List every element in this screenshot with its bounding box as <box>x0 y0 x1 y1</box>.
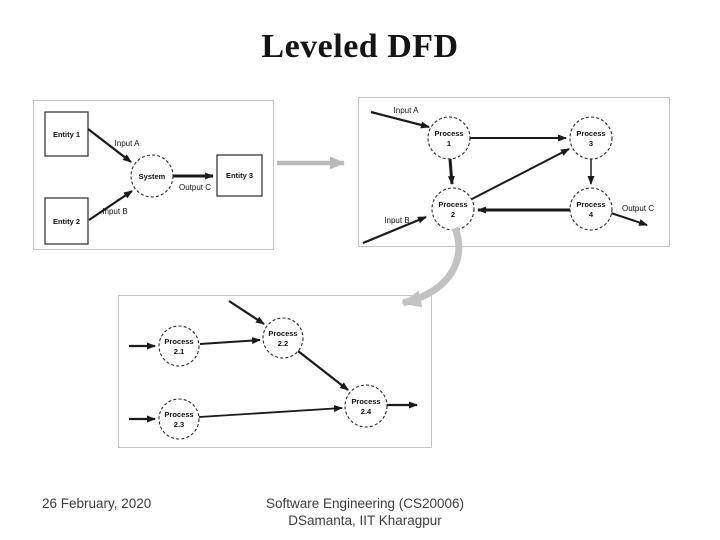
flow-arrow-input-b <box>362 215 427 245</box>
process-4-circle <box>569 187 613 231</box>
entity-2-box <box>44 197 89 245</box>
process-1-circle <box>427 116 471 160</box>
process-3-circle <box>569 116 613 160</box>
process-1-num: 1 <box>447 139 451 148</box>
entity-3-label: Entity 3 <box>226 171 253 180</box>
process-24-num: 2.4 <box>361 407 372 416</box>
flow-arrow-p1-p2 <box>447 158 455 185</box>
flow-label-input-b: Input B <box>384 216 409 225</box>
process-24-name: Process <box>351 397 380 406</box>
context-dfd-diagram: Entity 1 Entity 2 Entity 3 System Input … <box>44 111 263 245</box>
level1-dfd-panel: Process 1 Process 3 Process 2 Process 4 … <box>358 97 670 247</box>
entity-1-box <box>44 111 89 157</box>
slide-title: Leveled DFD <box>261 28 459 65</box>
process-21-name: Process <box>164 337 193 346</box>
flow-arrow-p21-p22 <box>199 337 261 345</box>
flow-label-output-c: Output C <box>179 183 211 192</box>
system-label: System <box>139 172 166 181</box>
flow-arrow-input-a <box>370 110 430 129</box>
process-23-num: 2.3 <box>174 420 184 429</box>
footer-author: DSamanta, IIT Kharagpur <box>288 512 442 528</box>
process-2-name: Process <box>438 200 467 209</box>
process-3-name: Process <box>576 129 605 138</box>
flow-label-output-c: Output C <box>622 204 654 213</box>
curved-transition-arrow-icon <box>383 224 473 324</box>
process-22-circle <box>262 317 304 359</box>
entity-2-label: Entity 2 <box>53 217 80 226</box>
flow-arrow-p23-p24 <box>198 405 343 418</box>
level2-dfd-diagram: Process 2.1 Process 2.2 Process 2.3 Proc… <box>129 300 418 440</box>
flow-arrow-input-b <box>88 190 133 221</box>
process-4-num: 4 <box>589 210 594 219</box>
footer-date: 26 February, 2020 <box>42 496 152 511</box>
level2-dfd-panel: Process 2.1 Process 2.2 Process 2.3 Proc… <box>118 295 432 448</box>
process-21-circle <box>158 325 200 367</box>
flow-arrow-p2-p3 <box>471 148 570 200</box>
flow-label-input-a: Input A <box>115 139 141 148</box>
footer-credit: Software Engineering (CS20006) DSamanta,… <box>215 496 515 529</box>
footer-course: Software Engineering (CS20006) <box>265 496 465 511</box>
flow-arrow-input-a <box>87 128 132 163</box>
process-22-num: 2.2 <box>278 339 288 348</box>
flow-arrow-in-p22 <box>228 300 265 325</box>
flow-label-input-a: Input A <box>394 106 420 115</box>
entity-1-label: Entity 1 <box>53 130 80 139</box>
process-23-name: Process <box>164 410 193 419</box>
system-process-circle <box>130 154 174 198</box>
transition-arrow-icon <box>275 152 363 179</box>
process-3-num: 3 <box>589 139 593 148</box>
process-1-name: Process <box>434 129 463 138</box>
process-4-name: Process <box>576 200 605 209</box>
flow-arrow-output-c <box>610 212 648 226</box>
flow-arrow-p22-p24 <box>297 350 349 391</box>
process-2-num: 2 <box>451 210 455 219</box>
process-21-num: 2.1 <box>174 347 184 356</box>
entity-3-box <box>216 154 263 197</box>
process-23-circle <box>158 398 200 440</box>
level1-dfd-diagram: Process 1 Process 3 Process 2 Process 4 … <box>362 106 654 245</box>
process-22-name: Process <box>268 329 297 338</box>
process-24-circle <box>344 384 388 428</box>
context-dfd-panel: Entity 1 Entity 2 Entity 3 System Input … <box>33 100 274 250</box>
flow-label-input-b: Input B <box>102 207 127 216</box>
